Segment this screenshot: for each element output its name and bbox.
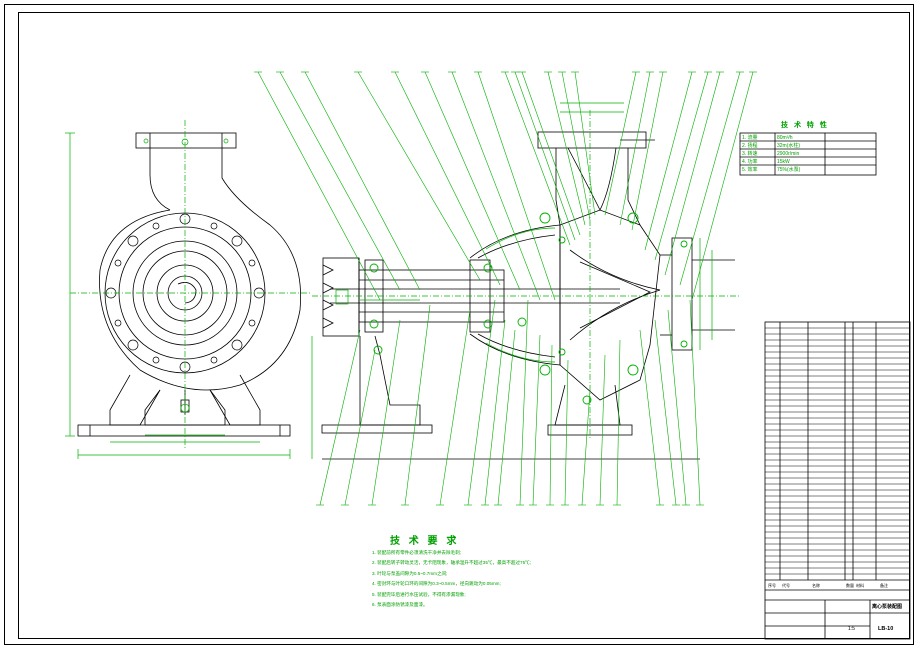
leader-line [691, 71, 754, 301]
leader-line [371, 319, 401, 506]
leader-line [451, 71, 541, 301]
leader-line [574, 71, 596, 216]
leader-line [497, 329, 516, 506]
leader-line [532, 334, 541, 506]
leader-line [439, 309, 471, 506]
leader-line [619, 71, 651, 226]
technical-requirements-title: 技 术 要 求 [390, 536, 460, 547]
leader-line [654, 319, 677, 506]
leader-line [631, 71, 664, 231]
parts-list-grid [764, 321, 911, 640]
leader-line [564, 359, 569, 506]
leader-line [599, 354, 606, 506]
leader-line [519, 299, 529, 506]
leader-line [319, 329, 361, 506]
leader-line [604, 71, 637, 216]
technical-requirement-item: 3. 叶轮与泵盖间隙为0.5~0.7mm之间; [372, 570, 448, 576]
performance-table-title: 技 术 特 性 [781, 122, 829, 129]
end-view [77, 132, 301, 437]
technical-requirements-list: 1. 装配前所有零件必须清洗干净并去除毛刺; 2. 装配后转子转动灵活，无卡阻现象… [372, 548, 531, 610]
leader-line [279, 71, 401, 291]
leader-line [561, 71, 591, 221]
leader-line [357, 71, 481, 281]
leader-line [477, 71, 556, 301]
leader-line [394, 71, 501, 286]
performance-table-grid [739, 132, 877, 176]
technical-requirement-item: 6. 泵表面涂防锈漆及面漆。 [372, 602, 428, 608]
technical-requirement-item: 2. 装配后转子转动灵活，无卡阻现象，轴承温升不超过35℃，最高不超过75℃; [372, 560, 532, 566]
leader-line [616, 339, 621, 506]
leader-line [514, 71, 576, 241]
leader-line [639, 329, 661, 506]
leader-line [504, 71, 571, 246]
leader-line [404, 304, 431, 506]
technical-requirement-item: 1. 装配前所有零件必须清洗干净并去除毛刺; [372, 550, 462, 555]
leader-line [304, 71, 421, 291]
leader-line [679, 71, 741, 286]
leader-line [344, 349, 376, 506]
annotation-layer [65, 102, 740, 459]
leader-line [467, 299, 496, 506]
leader-line [689, 299, 701, 506]
leader-line [644, 71, 693, 251]
leader-line [424, 71, 521, 291]
sheet-border-outer [4, 4, 914, 645]
leader-line [581, 389, 591, 506]
leader-line [484, 319, 506, 506]
leader-line [667, 309, 687, 506]
leader-line [521, 71, 581, 236]
leader-line [654, 71, 709, 261]
leader-line [257, 71, 381, 301]
section-view [321, 131, 735, 460]
technical-requirement-item: 5. 装配完毕后进行水压试验，不得有渗漏现象; [372, 591, 466, 597]
leader-line [664, 71, 721, 276]
leader-line [549, 344, 553, 506]
leader-line [547, 71, 586, 226]
sheet-border-inner [18, 12, 910, 639]
technical-requirement-item: 4. 密封环与叶轮口环的间隙为0.3~0.5mm，径向跳动为0.05mm; [372, 581, 501, 587]
